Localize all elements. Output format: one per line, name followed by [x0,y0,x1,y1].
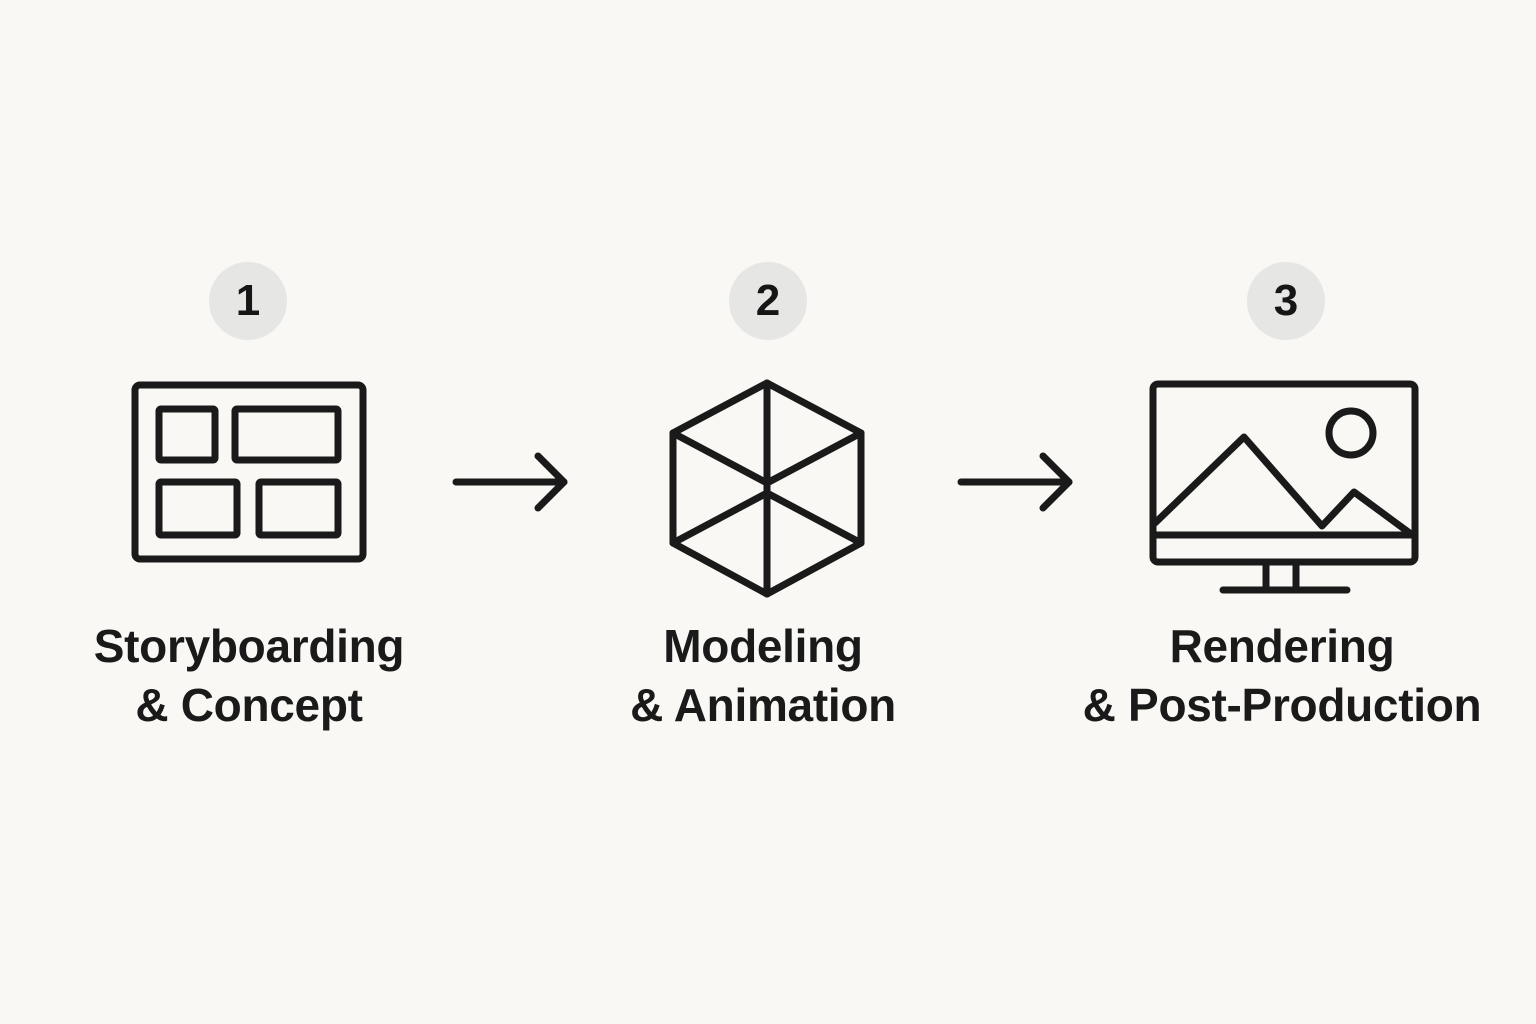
step-1-title-line1: Storyboarding [93,620,405,672]
storyboard-grid-icon [131,381,367,563]
cube-icon [669,379,865,598]
step-2-title-line2: & Animation [630,679,896,731]
monitor-image-icon [1149,380,1419,594]
step-3-badge: 3 [1247,262,1325,340]
arrow-right-icon [452,452,568,512]
step-2-badge: 2 [729,262,807,340]
step-1-badge: 1 [209,262,287,340]
step-3-title-line1: Rendering [1169,620,1395,672]
step-2-title-line1: Modeling [663,620,863,672]
step-1-title-line2: & Concept [135,679,363,731]
step-3-label: Rendering & Post-Production [1022,617,1536,735]
step-2-number: 2 [755,276,781,325]
step-3-number: 3 [1273,276,1299,325]
step-2-label: Modeling & Animation [503,617,1023,735]
step-3-title-line2: & Post-Production [1082,679,1482,731]
step-1-number: 1 [235,276,261,325]
step-1-label: Storyboarding & Concept [0,617,509,735]
arrow-right-icon [957,452,1073,512]
